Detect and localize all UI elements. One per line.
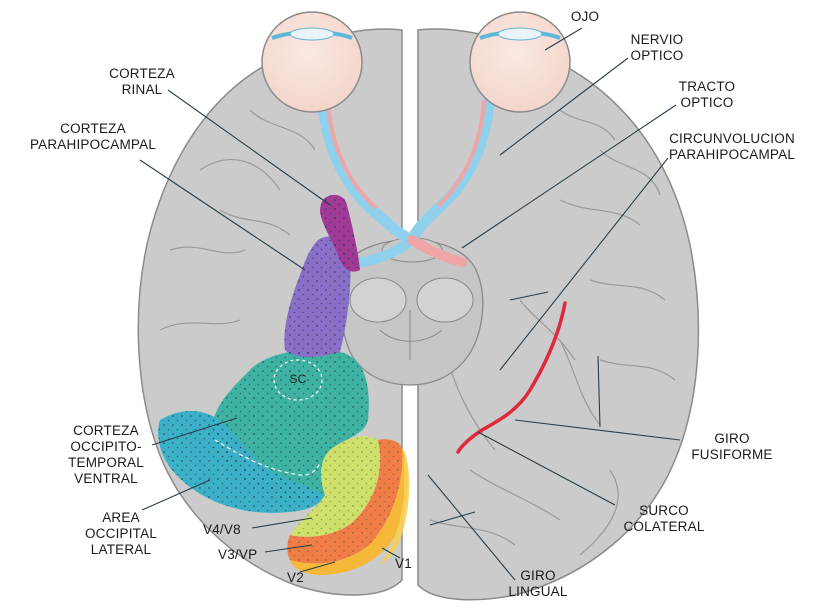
label-v2: V2 <box>287 570 304 586</box>
label-area-occipital-lateral: AREA OCCIPITAL LATERAL <box>76 510 166 558</box>
label-corteza-occipito-temporal: CORTEZA OCCIPITO- TEMPORAL VENTRAL <box>56 423 156 487</box>
label-corteza-parahipocampal: CORTEZA PARAHIPOCAMPAL <box>8 121 178 153</box>
label-v3vp: V3/VP <box>218 547 257 563</box>
label-nervio-optico: NERVIO OPTICO <box>622 32 692 64</box>
right-eye <box>470 12 570 112</box>
label-tracto-optico: TRACTO OPTICO <box>672 79 742 111</box>
label-giro-lingual: GIRO LINGUAL <box>498 568 578 600</box>
label-giro-fusiforme: GIRO FUSIFORME <box>682 431 782 463</box>
label-sc: SC <box>282 371 314 387</box>
label-ojo: OJO <box>560 9 610 25</box>
label-corteza-rinal: CORTEZA RINAL <box>92 66 192 98</box>
left-eye <box>262 12 362 112</box>
label-v4v8: V4/V8 <box>203 522 241 538</box>
label-surco-colateral: SURCO COLATERAL <box>614 503 714 535</box>
label-v1: V1 <box>395 556 412 572</box>
label-circunvolucion-parahipocampal: CIRCUNVOLUCION PARAHIPOCAMPAL <box>652 131 812 163</box>
